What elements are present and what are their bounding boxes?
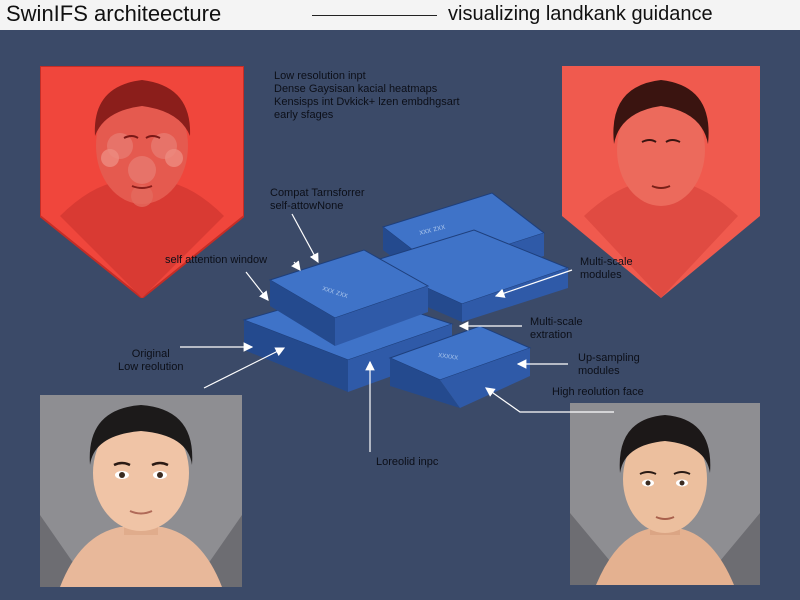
arrow-multiscale-modules bbox=[494, 269, 573, 298]
block-front-left bbox=[268, 249, 430, 346]
label-line: Up-sampling bbox=[578, 352, 640, 364]
label-line: modules bbox=[578, 365, 620, 377]
note-line: Kensisps int Dvkick+ lzen embdhgsart bbox=[274, 96, 460, 108]
page-subtitle: visualizing landkank guidance bbox=[448, 3, 713, 25]
label-line: Original bbox=[131, 348, 170, 360]
original-face-panel bbox=[40, 395, 242, 587]
arrow-original-to-block bbox=[203, 347, 286, 389]
label-lowres-input: Loreolid inpc bbox=[376, 456, 439, 468]
title-bar: SwinIFS architeecture visualizing landka… bbox=[0, 0, 800, 30]
heatmap-face-panel-left bbox=[40, 66, 244, 298]
label-multiscale-modules: Multi-scale modules bbox=[580, 256, 633, 282]
label-line: Low reolution bbox=[118, 361, 184, 373]
block-front-right-text: xxxxx bbox=[438, 350, 459, 362]
arrow-compact-transformer bbox=[291, 213, 319, 264]
label-line: self-attowNone bbox=[270, 200, 344, 212]
note-line: Low resolution inpt bbox=[274, 70, 366, 82]
label-line: extration bbox=[530, 329, 573, 341]
label-line: Compat Tarnsforrer bbox=[270, 187, 365, 199]
note-line: Dense Gaysisan kacial heatmaps bbox=[274, 83, 438, 95]
heatmap-face-panel-right bbox=[562, 66, 760, 298]
title-divider bbox=[312, 15, 437, 16]
label-line: Multi-scale bbox=[530, 316, 583, 328]
heatmap-note: Low resolution inpt Dense Gaysisan kacia… bbox=[274, 70, 460, 122]
arrow-group bbox=[180, 213, 614, 452]
label-multiscale-extraction: Multi-scale extration bbox=[530, 316, 583, 342]
arrow-high-resolution-face bbox=[485, 387, 614, 413]
label-upsampling: Up-sampling modules bbox=[578, 352, 640, 378]
high-resolution-face-panel bbox=[570, 403, 760, 585]
label-original-lowres: Original Low reolution bbox=[118, 348, 183, 374]
arrow-self-attention-window-2 bbox=[291, 260, 301, 271]
note-line: early sfages bbox=[274, 109, 334, 121]
label-high-resolution-face: High reolution face bbox=[552, 386, 644, 398]
label-line: Multi-scale bbox=[580, 256, 633, 268]
label-self-attention-window: self attention window bbox=[165, 254, 268, 266]
page-title: SwinIFS architeecture bbox=[6, 1, 222, 26]
block-front-right bbox=[388, 325, 532, 408]
label-compact-transformer: Compat Tarnsforrer self-attowNone bbox=[270, 187, 365, 213]
label-line: modules bbox=[580, 269, 622, 281]
arrow-self-attention-window bbox=[245, 271, 269, 301]
